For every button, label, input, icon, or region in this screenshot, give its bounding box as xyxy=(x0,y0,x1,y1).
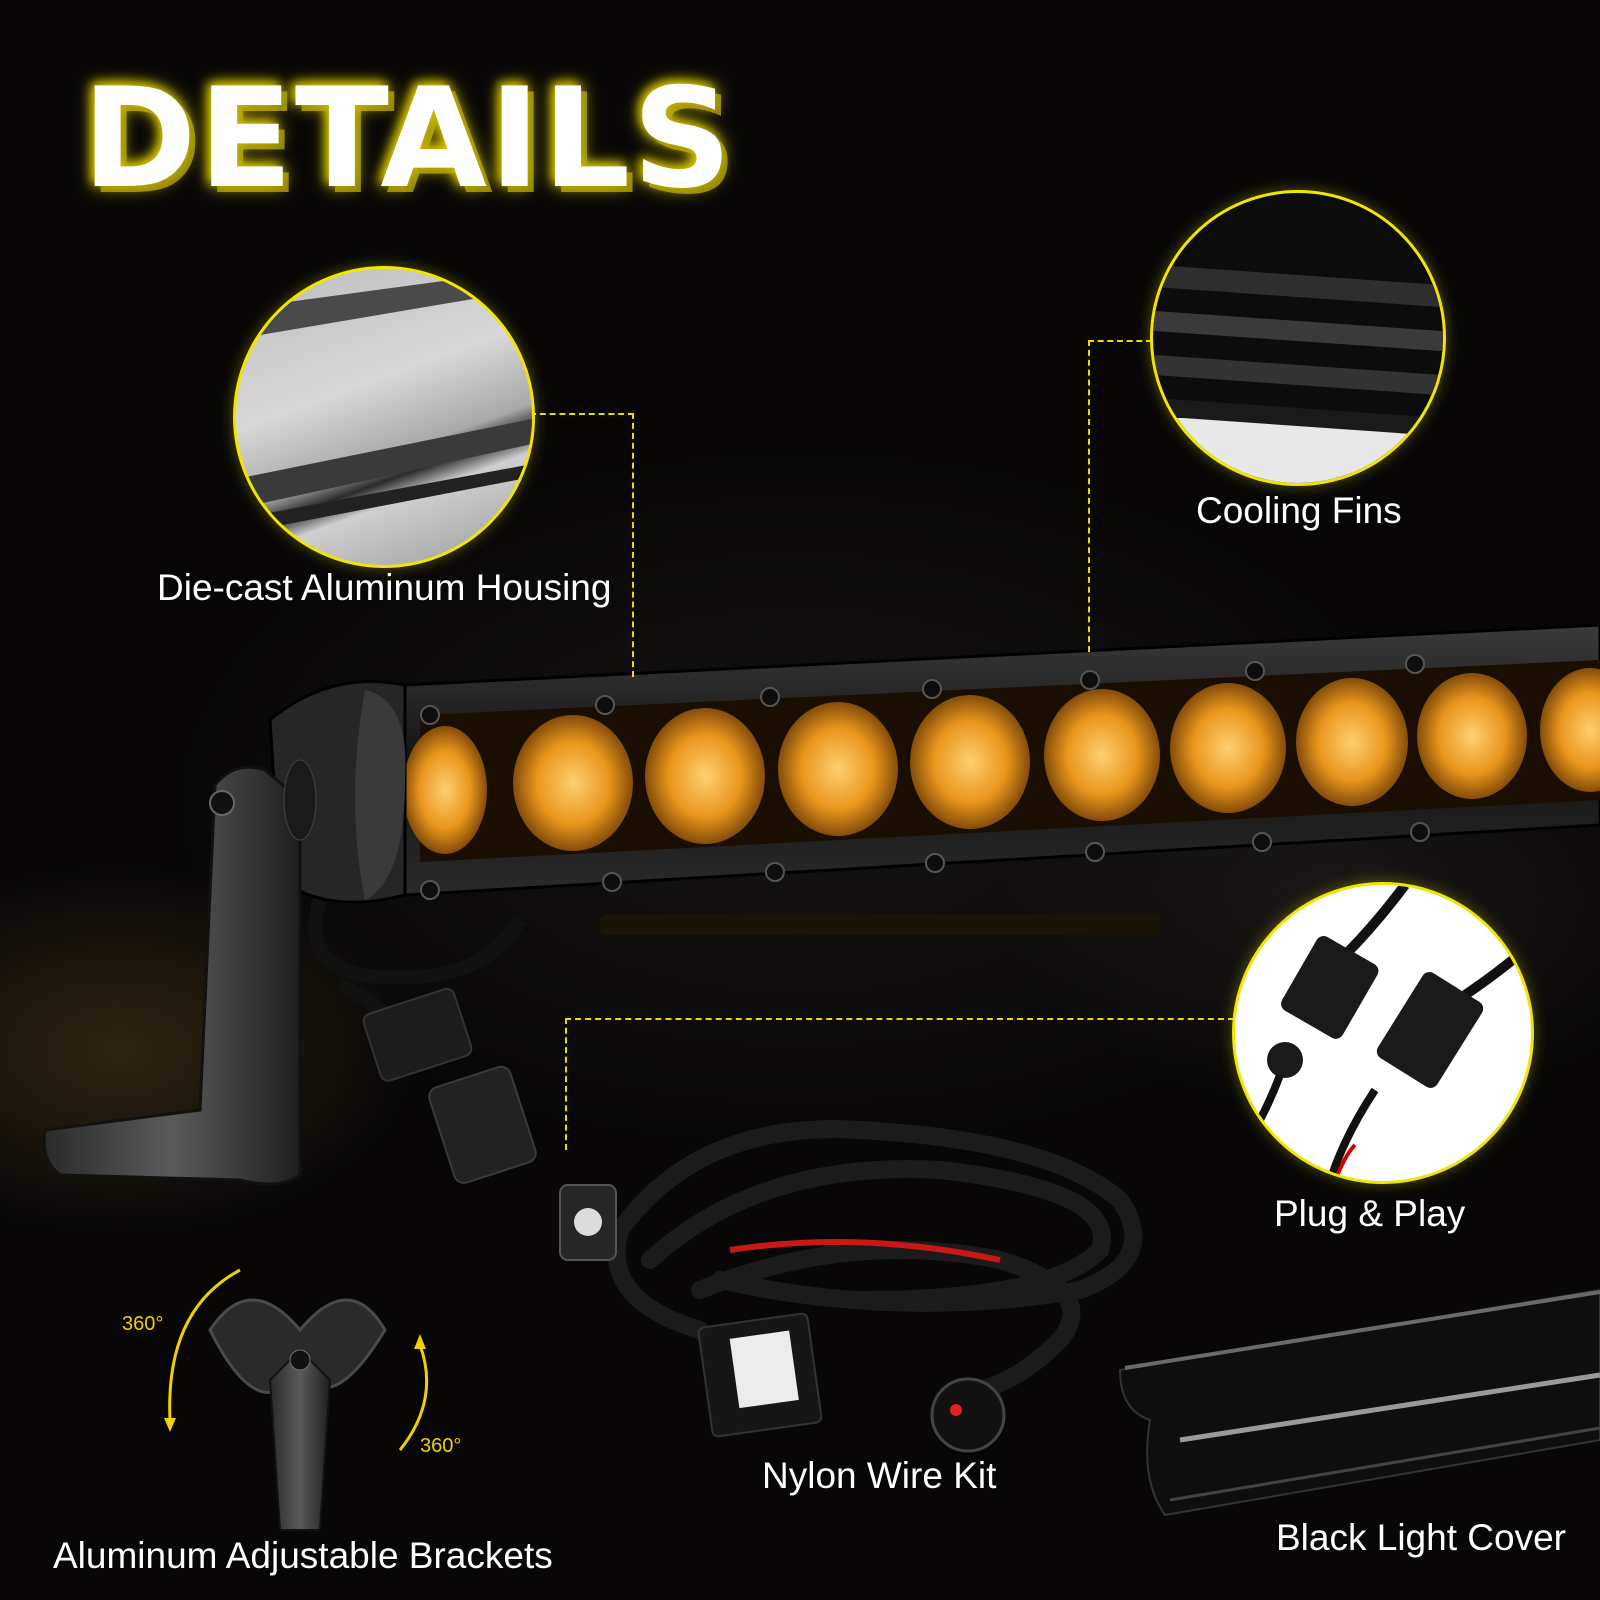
rotation-label-left: 360° xyxy=(122,1313,164,1335)
plug-detail-callout xyxy=(1232,882,1534,1184)
cooling-fins-label: Cooling Fins xyxy=(1196,490,1402,531)
page-title: DETAILS xyxy=(82,58,734,219)
cooling-fins-detail-callout xyxy=(1150,190,1446,486)
plug-play-label: Plug & Play xyxy=(1274,1193,1466,1234)
wire-kit-label: Nylon Wire Kit xyxy=(762,1455,997,1496)
housing-label: Die-cast Aluminum Housing xyxy=(157,567,612,608)
housing-connector-line xyxy=(530,413,634,677)
plug-connector-line xyxy=(565,1018,1234,1150)
housing-detail-callout xyxy=(233,266,535,568)
rotation-label-right: 360° xyxy=(420,1435,462,1457)
light-cover-label: Black Light Cover xyxy=(1276,1517,1566,1558)
cooling-connector-line xyxy=(1088,340,1152,652)
brackets-label: Aluminum Adjustable Brackets xyxy=(53,1535,553,1576)
